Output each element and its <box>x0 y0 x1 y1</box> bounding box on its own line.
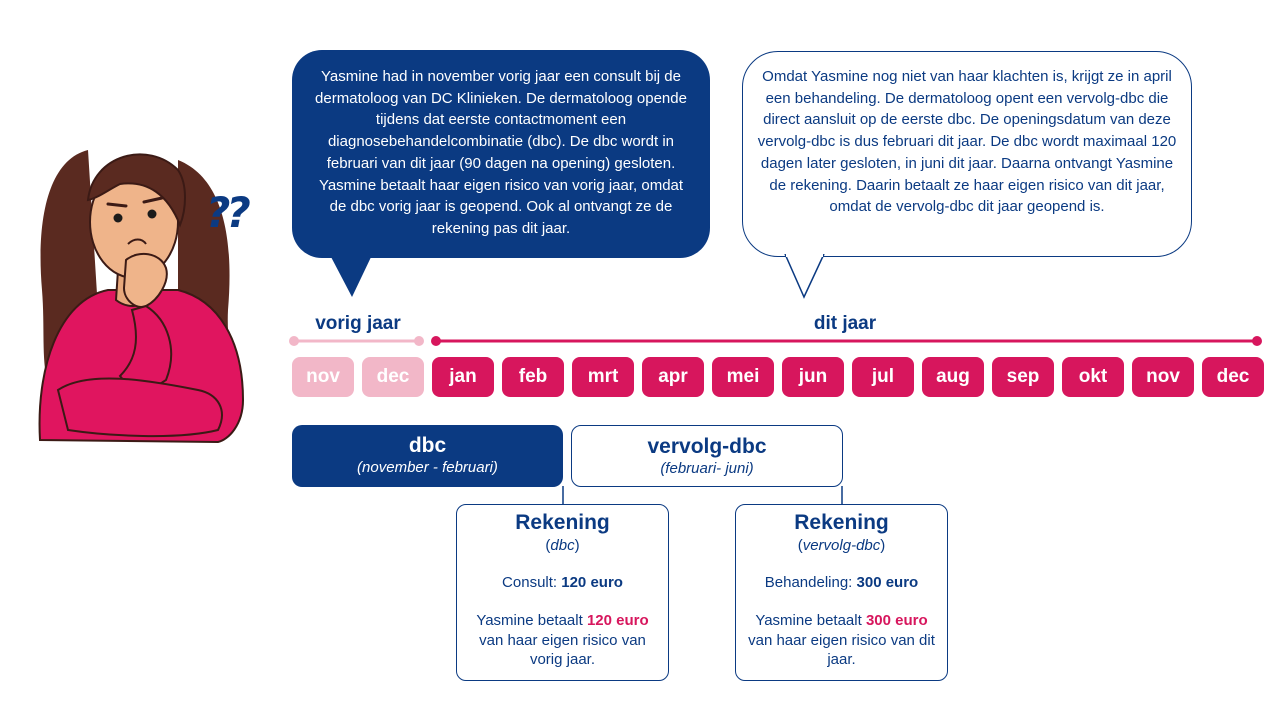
invoice-dbc-amount: 120 euro <box>561 574 623 591</box>
invoice-dbc-pay-amount: 120 euro <box>586 612 649 629</box>
timeline-lines <box>289 336 1262 346</box>
speech-bubble-vervolg-dbc: Omdat Yasmine nog niet van haar klachten… <box>742 51 1192 257</box>
month-feb: feb <box>502 357 564 397</box>
invoice-vervolg-dbc: Rekening (vervolg-dbc) Behandeling: 300 … <box>735 504 948 681</box>
month-aug: aug <box>922 357 984 397</box>
month-jul: jul <box>852 357 914 397</box>
month-okt: okt <box>1062 357 1124 397</box>
invoice-dbc-subtitle: (dbc) <box>545 537 580 554</box>
speech-bubble-first-dbc-text: Yasmine had in november vorig jaar een c… <box>315 68 687 237</box>
dbc-connectors <box>562 486 843 506</box>
vervolg-dbc-range: (februari- juni) <box>660 460 754 477</box>
invoice-vervolg-dbc-amount: 300 euro <box>856 574 919 591</box>
month-jun: jun <box>782 357 844 397</box>
speech-bubble-vervolg-dbc-text: Omdat Yasmine nog niet van haar klachten… <box>757 68 1177 216</box>
month-apr: apr <box>642 357 704 397</box>
invoice-vervolg-dbc-subtitle: (vervolg-dbc) <box>797 537 886 554</box>
dbc-title: dbc <box>408 434 447 457</box>
cur-year-line-start <box>431 336 441 346</box>
speech-bubble-first-dbc-tail <box>330 255 372 297</box>
invoice-dbc: Rekening (dbc) Consult: 120 euro Yasmine… <box>456 504 669 681</box>
month-nov: nov <box>1132 357 1194 397</box>
invoice-vervolg-dbc-title: Rekening <box>794 511 889 534</box>
invoice-dbc-title: Rekening <box>515 511 610 534</box>
invoice-dbc-line: Consult: 120 euro <box>502 574 623 591</box>
invoice-vervolg-dbc-line: Behandeling: 300 euro <box>764 574 919 591</box>
dbc-box: dbc (november - februari) <box>292 425 563 487</box>
prev-year-line-start <box>289 336 299 346</box>
speech-bubble-first-dbc: Yasmine had in november vorig jaar een c… <box>292 50 710 258</box>
month-dec-prev: dec <box>362 357 424 397</box>
dbc-range: (november - februari) <box>357 459 498 476</box>
month-sep: sep <box>992 357 1054 397</box>
month-mei: mei <box>712 357 774 397</box>
thinking-woman-illustration <box>38 150 245 444</box>
vervolg-dbc-title: vervolg-dbc <box>647 435 767 458</box>
question-marks: ?? <box>206 188 251 237</box>
month-jan: jan <box>432 357 494 397</box>
vervolg-dbc-box: vervolg-dbc (februari- juni) <box>571 425 843 487</box>
invoice-vervolg-dbc-payment: Yasmine betaalt 300 euro van haar eigen … <box>748 612 935 668</box>
cur-year-label: dit jaar <box>813 313 877 334</box>
prev-year-label: vorig jaar <box>315 313 401 334</box>
month-nov-prev: nov <box>292 357 354 397</box>
cur-year-line-end <box>1252 336 1262 346</box>
prev-year-line-end <box>414 336 424 346</box>
invoice-vervolg-dbc-pay-amount: 300 euro <box>865 612 928 629</box>
invoice-dbc-payment: Yasmine betaalt 120 euro van haar eigen … <box>476 612 649 668</box>
speech-bubble-vervolg-dbc-tail <box>784 254 825 299</box>
month-dec: dec <box>1202 357 1264 397</box>
month-mrt: mrt <box>572 357 634 397</box>
